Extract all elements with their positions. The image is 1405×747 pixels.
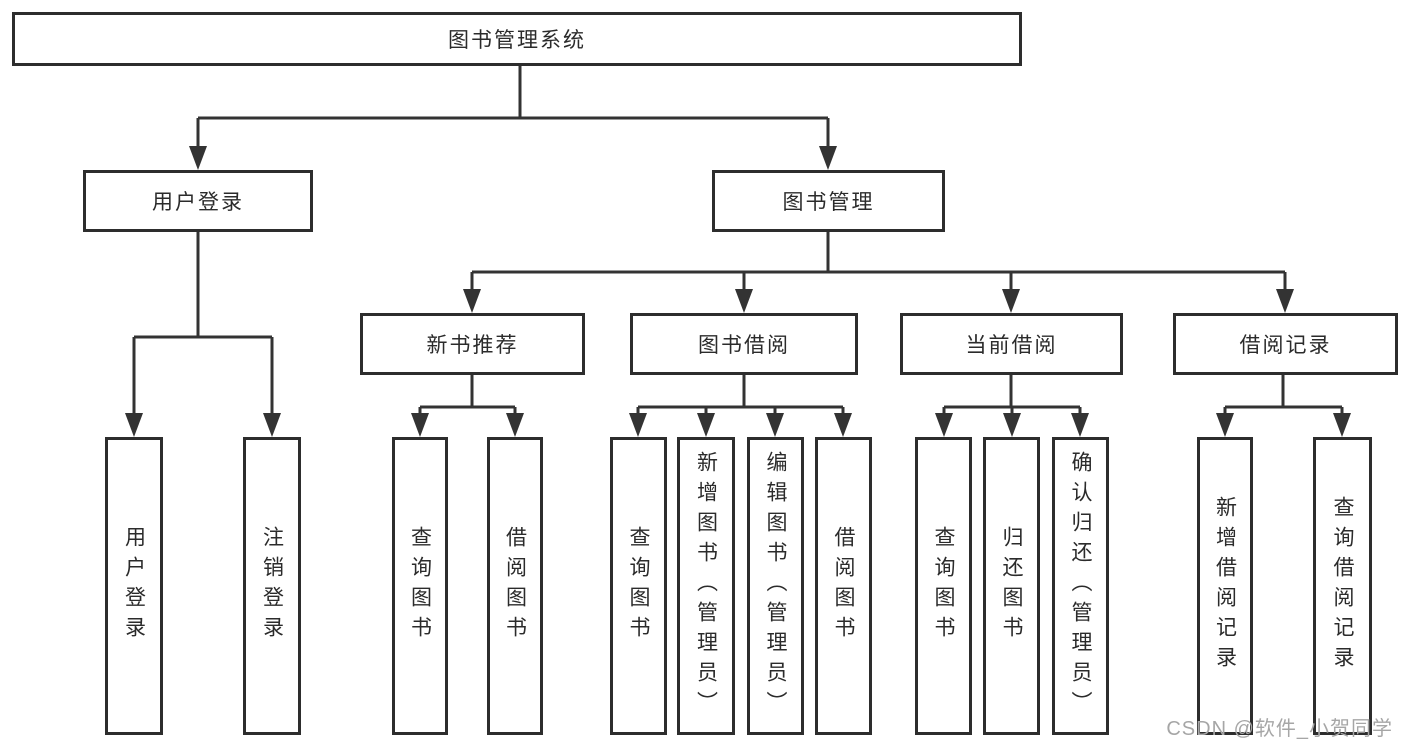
node-root: 图书管理系统 <box>12 12 1022 66</box>
node-book-management: 图书管理 <box>712 170 945 232</box>
leaf-add-borrow-record: 新增借阅记录 <box>1197 437 1253 735</box>
arrowheads <box>125 146 1351 437</box>
leaf-return-book: 归还图书 <box>983 437 1040 735</box>
leaf-query-borrow-record: 查询借阅记录 <box>1313 437 1372 735</box>
node-borrow-record: 借阅记录 <box>1173 313 1398 375</box>
leaf-current-query-book: 查询图书 <box>915 437 972 735</box>
leaf-user-login: 用户登录 <box>105 437 163 735</box>
node-book-borrow: 图书借阅 <box>630 313 858 375</box>
leaf-borrow-book: 借阅图书 <box>815 437 872 735</box>
node-user-login: 用户登录 <box>83 170 313 232</box>
leaf-recommend-query-book: 查询图书 <box>392 437 448 735</box>
node-current-borrow: 当前借阅 <box>900 313 1123 375</box>
leaf-recommend-borrow-book: 借阅图书 <box>487 437 543 735</box>
leaf-add-book-admin: 新增图书（管理员） <box>677 437 735 735</box>
node-new-book-recommend: 新书推荐 <box>360 313 585 375</box>
leaf-edit-book-admin: 编辑图书（管理员） <box>747 437 804 735</box>
leaf-borrow-query-book: 查询图书 <box>610 437 667 735</box>
leaf-logout: 注销登录 <box>243 437 301 735</box>
connector-strokes <box>132 66 1344 421</box>
leaf-confirm-return-admin: 确认归还（管理员） <box>1052 437 1109 735</box>
watermark-text: CSDN @软件_小贺同学 <box>1166 718 1393 740</box>
